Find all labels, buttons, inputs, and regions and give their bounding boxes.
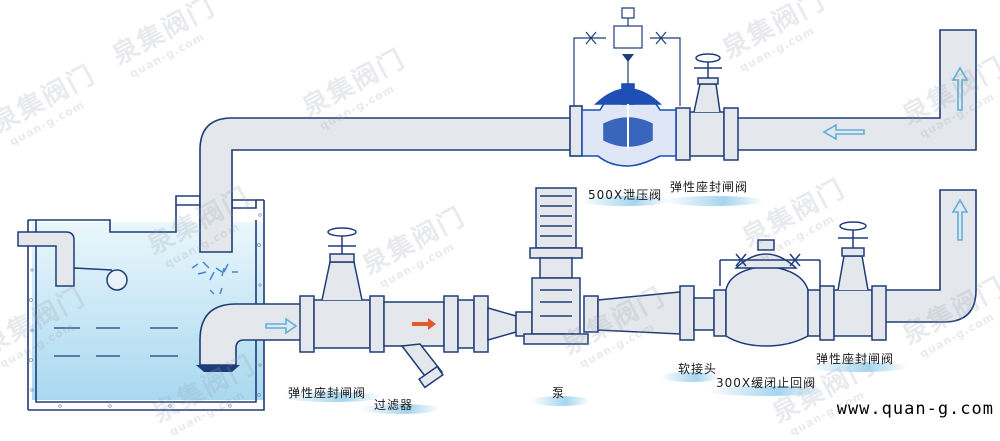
relief-valve-500x: [569, 7, 681, 167]
label-swoosh: [664, 196, 764, 206]
pump-outlet-flange: [583, 295, 599, 333]
label-relief-valve: 500X泄压阀: [588, 188, 663, 202]
label-pump: 泵: [552, 386, 566, 400]
label-check-valve: 300X缓闭止回阀: [716, 376, 817, 390]
label-swoosh: [808, 362, 908, 372]
website-url: www.quan-g.com: [836, 399, 994, 419]
flow-arrow-filter: [412, 318, 436, 330]
label-swoosh: [282, 392, 382, 402]
pump-system-diagram: [17, 7, 977, 411]
label-gate-valve-outlet: 弹性座封闸阀: [816, 352, 895, 366]
label-swoosh: [530, 396, 590, 406]
label-swoosh: [706, 386, 826, 396]
label-filter: 过滤器: [374, 398, 414, 412]
tank-inlet-pipe: [17, 231, 128, 291]
reducer: [487, 307, 517, 341]
pump-inlet-flange: [515, 311, 533, 337]
flow-arrows: [265, 66, 969, 335]
label-gate-valve-inlet: 弹性座封闸阀: [288, 386, 367, 400]
pipe-network: [199, 29, 977, 366]
gate-valve-inlet: [299, 227, 385, 353]
gate-valve-top: [675, 53, 739, 161]
foot-valve: [196, 365, 240, 372]
gate-valve-outlet: [819, 221, 887, 341]
label-swoosh: [360, 404, 440, 414]
pump: [523, 187, 589, 345]
y-strainer: [383, 295, 489, 389]
label-soft-joint: 软接头: [678, 362, 718, 376]
label-swoosh: [660, 372, 720, 382]
soft-joint: [597, 291, 681, 335]
water-splash: [191, 261, 238, 295]
label-gate-valve-top: 弹性座封闸阀: [670, 180, 749, 194]
check-valve-300x: [679, 239, 821, 347]
label-swoosh: [580, 196, 670, 206]
